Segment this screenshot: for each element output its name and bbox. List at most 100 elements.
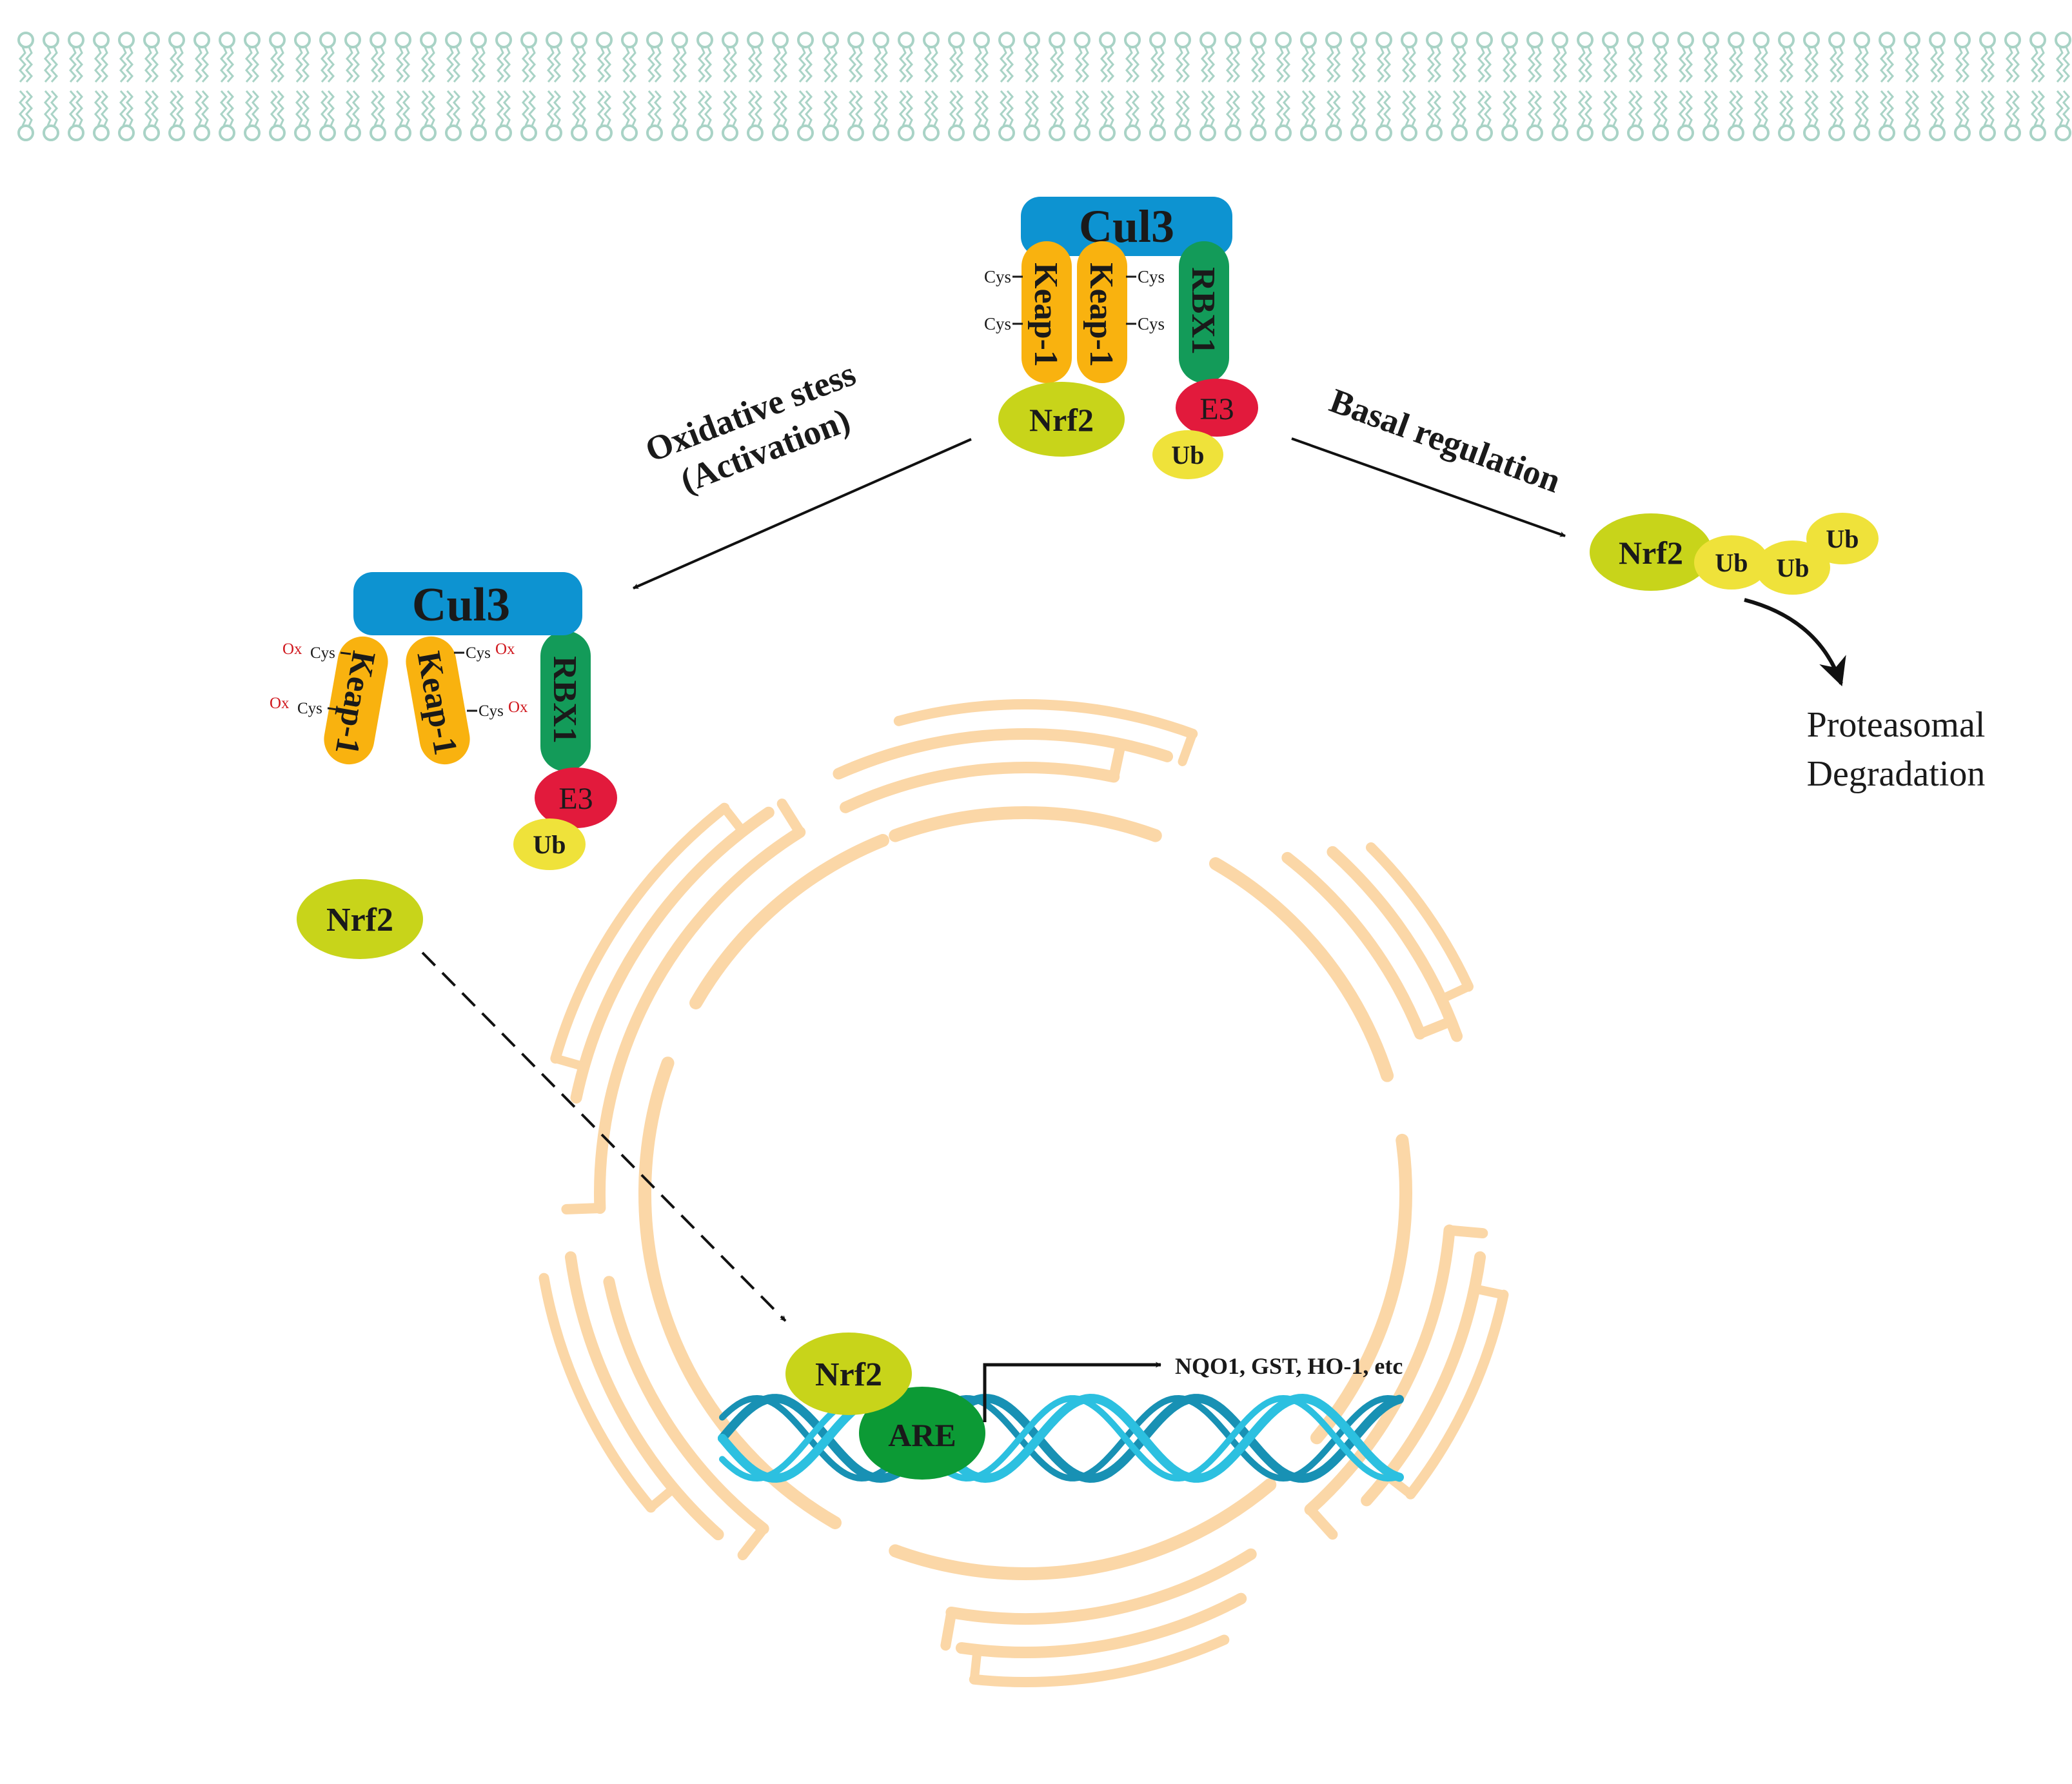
phospholipid xyxy=(1602,32,1619,141)
phospholipid xyxy=(1652,32,1669,141)
phospholipid xyxy=(1803,32,1820,141)
envelope-link xyxy=(1109,738,1127,782)
phospholipid xyxy=(370,32,386,141)
phospholipid xyxy=(420,32,437,141)
envelope-link xyxy=(720,803,747,836)
cell-membrane xyxy=(17,32,2071,141)
nrf2-label: Nrf2 xyxy=(1029,402,1094,438)
phospholipid xyxy=(244,32,261,141)
phospholipid xyxy=(973,32,990,141)
basal-regulation-label: Basal regulation xyxy=(1325,381,1565,501)
phospholipid xyxy=(395,32,411,141)
e3-ligase xyxy=(535,768,617,828)
cys-label: Cys xyxy=(984,314,1011,333)
phospholipid xyxy=(1753,32,1770,141)
phospholipid xyxy=(1929,32,1946,141)
ub-label: Ub xyxy=(1715,548,1748,577)
target-genes-label: NQO1, GST, HO-1, etc xyxy=(1175,1353,1403,1379)
nrf2-nuclear xyxy=(785,1333,912,1415)
phospholipid xyxy=(1677,32,1694,141)
ub-label: Ub xyxy=(533,830,566,859)
phospholipid xyxy=(1728,32,1744,141)
dna-strand xyxy=(718,1393,1404,1483)
envelope-link xyxy=(1444,1225,1488,1239)
envelope-segment xyxy=(1281,851,1426,1040)
nrf2-label: Nrf2 xyxy=(815,1356,882,1393)
arrow-to-degradation xyxy=(1744,598,1846,687)
phospholipid xyxy=(847,32,864,141)
keap1-left xyxy=(324,636,388,765)
phospholipid xyxy=(1778,32,1795,141)
envelope-segment xyxy=(889,806,1162,842)
phospholipid xyxy=(1879,32,1895,141)
envelope-segment xyxy=(603,1276,769,1535)
envelope-link xyxy=(1437,982,1473,1004)
e3-label: E3 xyxy=(558,782,593,816)
ubiquitin xyxy=(1694,535,1769,590)
keap1-right-label: Keap-1 xyxy=(1083,263,1120,367)
phospholipid xyxy=(1904,32,1920,141)
degradation-label: Degradation xyxy=(1807,754,1986,794)
phospholipid xyxy=(93,32,110,141)
phospholipid xyxy=(193,32,210,141)
phospholipid xyxy=(2055,32,2071,141)
nrf2-bound xyxy=(998,382,1125,457)
ub-label: Ub xyxy=(1826,524,1859,553)
phospholipid xyxy=(1275,32,1292,141)
ubiquitin xyxy=(1755,540,1830,595)
keap1-left xyxy=(1021,241,1072,383)
nrf2-ubiquitinated xyxy=(1590,513,1712,591)
rbx1-subunit xyxy=(1179,241,1229,383)
phospholipid xyxy=(495,32,512,141)
phospholipid xyxy=(1501,32,1518,141)
degradation-label: Proteasomal xyxy=(1807,705,1986,745)
envelope-segment xyxy=(550,802,730,1064)
ox-label: Ox xyxy=(282,640,302,658)
dna-strand xyxy=(719,1394,1403,1482)
phospholipid xyxy=(143,32,160,141)
envelope-link xyxy=(940,1607,957,1651)
envelope-link xyxy=(737,1523,769,1561)
phospholipid xyxy=(1627,32,1644,141)
envelope-segment xyxy=(1327,846,1463,1042)
envelope-segment xyxy=(1365,842,1474,992)
nrf2-free xyxy=(297,879,423,959)
cys-label: Cys xyxy=(297,700,322,717)
envelope-segment xyxy=(689,833,889,1009)
phospholipid xyxy=(822,32,839,141)
envelope-segment xyxy=(893,699,1198,739)
envelope-link xyxy=(969,1645,982,1684)
phospholipid xyxy=(43,32,59,141)
phospholipid xyxy=(1099,32,1116,141)
nrf2-label: Nrf2 xyxy=(1619,535,1683,571)
rbx1-label: RBX1 xyxy=(1185,267,1221,355)
cys-label: Cys xyxy=(310,644,335,662)
phospholipid xyxy=(747,32,764,141)
cys-label: Cys xyxy=(984,267,1011,286)
keap1-right xyxy=(406,636,470,765)
cys-label: Cys xyxy=(466,644,491,662)
phospholipid xyxy=(1325,32,1342,141)
phospholipid xyxy=(520,32,537,141)
envelope-segment xyxy=(570,806,775,1104)
phospholipid xyxy=(2029,32,2046,141)
phospholipid xyxy=(1526,32,1543,141)
envelope-segment xyxy=(1405,1289,1509,1500)
envelope-link xyxy=(776,798,805,838)
envelope-segment xyxy=(860,766,972,805)
ub-label: Ub xyxy=(1171,441,1204,470)
rbx1-subunit xyxy=(540,631,591,771)
phospholipid xyxy=(646,32,663,141)
phospholipid xyxy=(1049,32,1065,141)
phospholipid xyxy=(546,32,562,141)
envelope-link xyxy=(551,1054,589,1071)
envelope-segment xyxy=(564,1251,724,1541)
phospholipid xyxy=(722,32,738,141)
cys-label: Cys xyxy=(1138,314,1165,333)
phospholipid xyxy=(797,32,814,141)
phospholipid xyxy=(1199,32,1216,141)
phospholipid xyxy=(17,32,34,141)
envelope-link xyxy=(1470,1284,1508,1300)
ubiquitin xyxy=(1152,430,1223,479)
